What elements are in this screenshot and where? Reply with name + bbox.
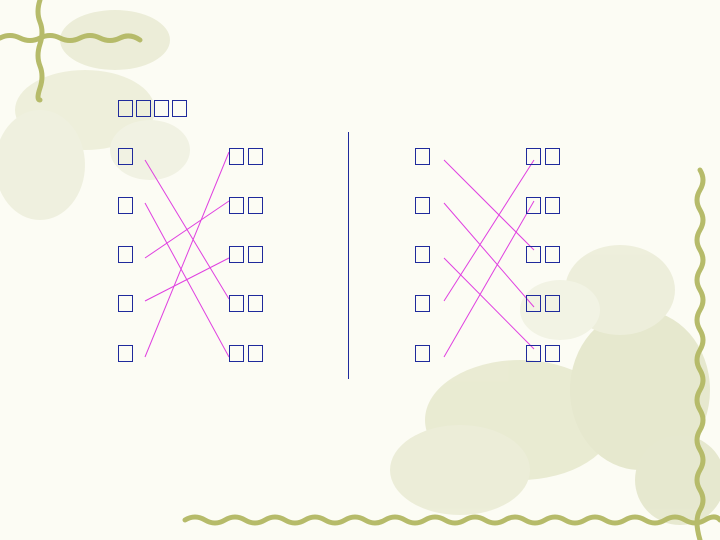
word-glyph xyxy=(526,345,541,362)
right-match-line-1 xyxy=(443,159,535,251)
word-glyph xyxy=(545,246,560,263)
word-glyph xyxy=(526,197,541,214)
word-glyph xyxy=(526,295,541,312)
right-single-char-1 xyxy=(415,148,430,165)
right-single-char-5 xyxy=(415,345,430,362)
word-glyph xyxy=(248,197,263,214)
left-single-char-2 xyxy=(118,197,133,214)
word-glyph xyxy=(229,295,244,312)
left-panel-lines xyxy=(144,151,230,358)
word-glyph xyxy=(545,148,560,165)
vine-border-top-left xyxy=(0,0,143,103)
title-glyph xyxy=(172,100,187,117)
word-glyph xyxy=(545,197,560,214)
right-match-line-3 xyxy=(443,257,535,350)
word-glyph xyxy=(229,197,244,214)
right-single-char-4 xyxy=(415,295,430,312)
word-glyph xyxy=(248,345,263,362)
word-glyph xyxy=(248,295,263,312)
left-single-char-1 xyxy=(118,148,133,165)
title-glyph xyxy=(136,100,151,117)
left-single-char-4 xyxy=(118,295,133,312)
word-glyph xyxy=(229,345,244,362)
flower-decoration-top-left xyxy=(0,10,190,220)
right-match-line-5 xyxy=(443,200,535,358)
word-glyph xyxy=(248,148,263,165)
vine-border-bottom-right xyxy=(182,167,720,540)
left-match-line-5 xyxy=(144,151,230,358)
word-glyph xyxy=(526,246,541,263)
word-glyph xyxy=(545,295,560,312)
title-glyph xyxy=(118,100,133,117)
right-panel-lines xyxy=(443,159,535,358)
title-glyph xyxy=(154,100,169,117)
word-glyph xyxy=(248,246,263,263)
left-match-line-3 xyxy=(144,200,230,259)
word-glyph xyxy=(526,148,541,165)
word-glyph xyxy=(229,148,244,165)
left-single-char-3 xyxy=(118,246,133,263)
right-match-line-4 xyxy=(443,159,535,302)
right-single-char-2 xyxy=(415,197,430,214)
word-glyph xyxy=(545,345,560,362)
right-single-char-3 xyxy=(415,246,430,263)
right-match-line-2 xyxy=(443,202,535,308)
word-glyph xyxy=(229,246,244,263)
left-single-char-5 xyxy=(118,345,133,362)
left-match-line-4 xyxy=(144,257,230,302)
panel-divider xyxy=(348,132,349,379)
